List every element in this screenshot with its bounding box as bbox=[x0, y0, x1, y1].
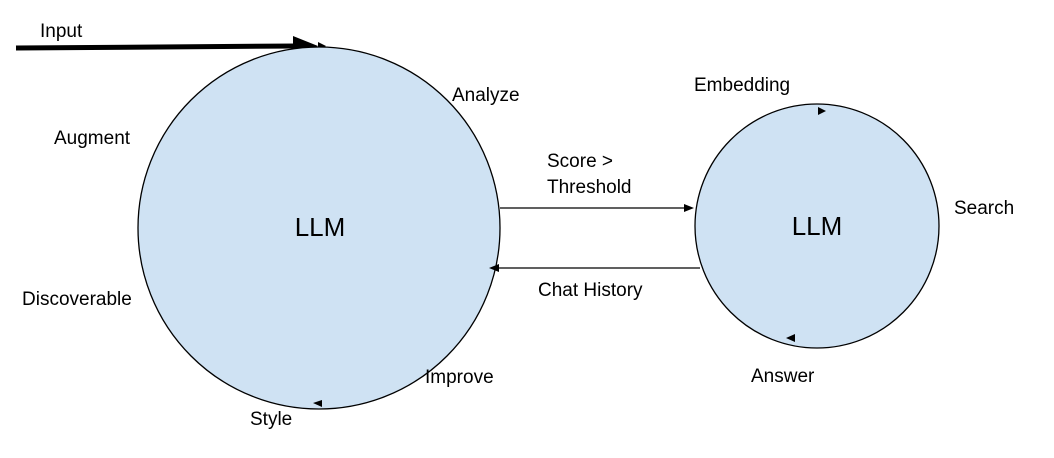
forward-edge-arrowhead bbox=[684, 204, 694, 212]
embedding-label: Embedding bbox=[694, 75, 790, 96]
right-llm-label: LLM bbox=[792, 211, 843, 241]
input-arrow-line bbox=[15, 43, 299, 51]
left-llm-node bbox=[137, 46, 501, 410]
right-cycle-arrowhead-top bbox=[818, 107, 826, 115]
analyze-label: Analyze bbox=[452, 85, 520, 106]
left-llm-label: LLM bbox=[295, 212, 346, 242]
forward-edge-label-line2: Threshold bbox=[547, 177, 632, 198]
right-cycle-arrowhead-bottom bbox=[786, 334, 795, 342]
answer-label: Answer bbox=[751, 366, 815, 387]
backward-edge-label: Chat History bbox=[538, 280, 643, 301]
style-label: Style bbox=[250, 409, 292, 430]
input-label: Input bbox=[40, 21, 83, 42]
discoverable-label: Discoverable bbox=[22, 289, 132, 310]
search-label: Search bbox=[954, 198, 1014, 219]
backward-edge-arrowhead bbox=[489, 264, 499, 272]
left-cycle-arrowhead bbox=[313, 400, 322, 407]
right-llm-node bbox=[694, 103, 940, 349]
forward-edge-label-line1: Score > bbox=[547, 151, 613, 172]
augment-label: Augment bbox=[54, 128, 131, 149]
improve-label: Improve bbox=[425, 367, 494, 388]
